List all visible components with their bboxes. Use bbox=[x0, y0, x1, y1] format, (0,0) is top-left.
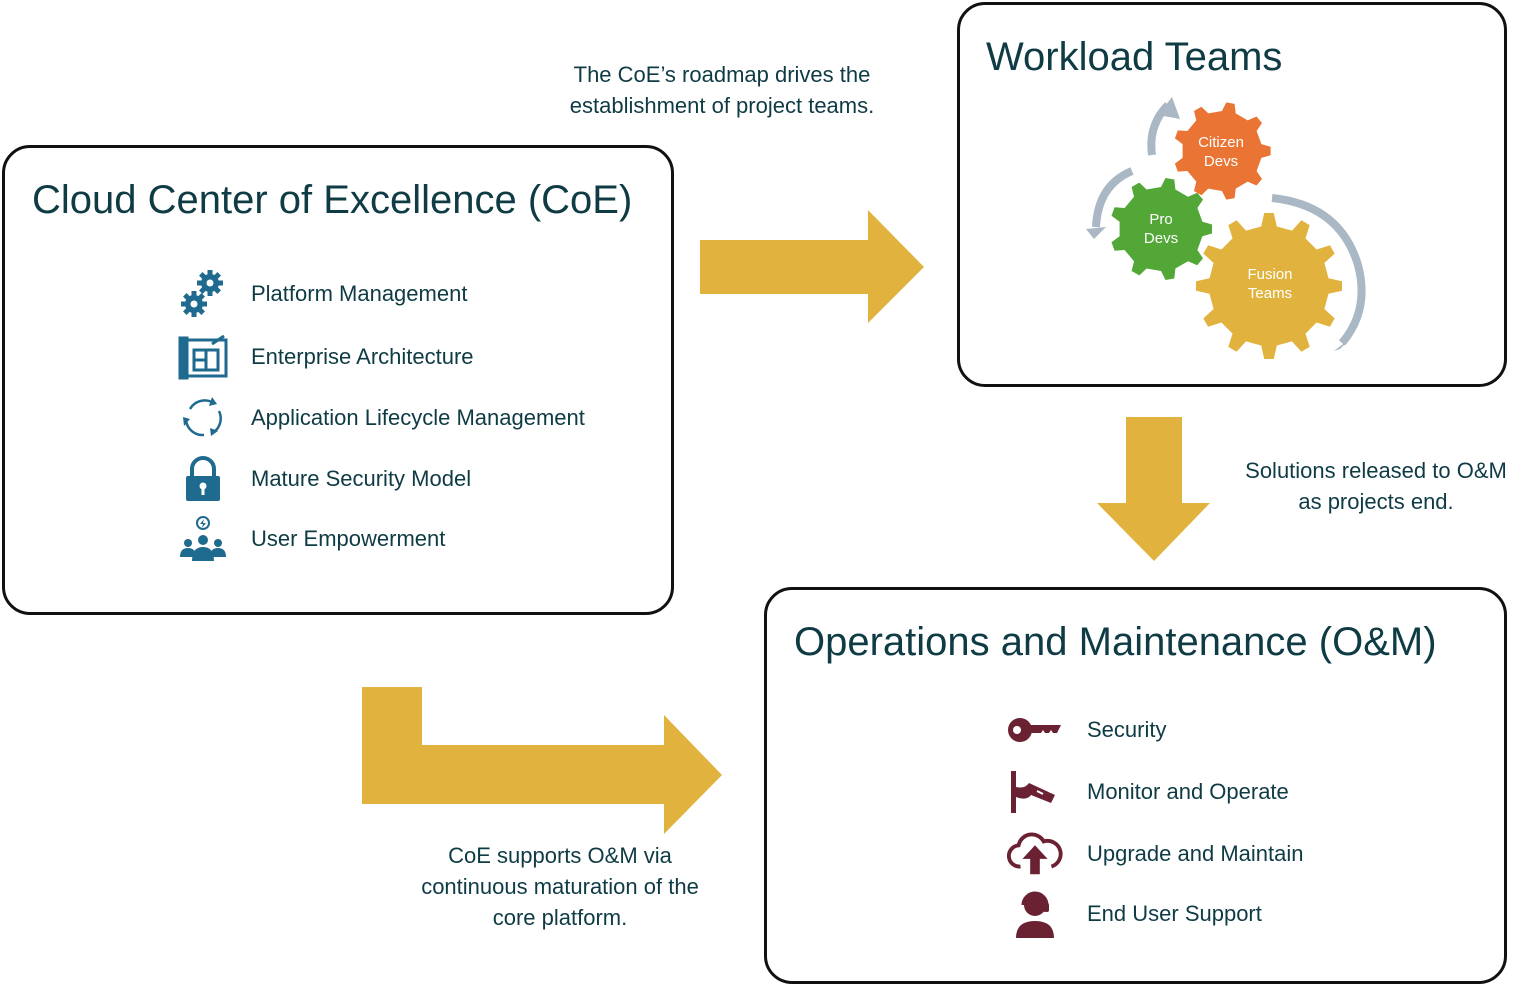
key-icon bbox=[1007, 706, 1063, 754]
gear-fusion-teams bbox=[1196, 213, 1342, 359]
cycle-icon bbox=[175, 394, 231, 442]
headset-user-icon bbox=[1007, 890, 1063, 938]
coe-item-enterprise-architecture: Enterprise Architecture bbox=[175, 333, 474, 381]
coe-item-label: Mature Security Model bbox=[251, 466, 472, 491]
om-item-end-user-support: End User Support bbox=[1007, 890, 1262, 938]
om-item-security: Security bbox=[1007, 706, 1166, 754]
note-roadmap: The CoE’s roadmap drives the establishme… bbox=[569, 62, 875, 118]
coe-title: Cloud Center of Excellence (CoE) bbox=[32, 178, 633, 222]
om-item-label: Upgrade and Maintain bbox=[1087, 841, 1304, 866]
om-item-label: Security bbox=[1087, 717, 1167, 742]
gear-label-citizen-devs: Citizen Devs bbox=[1198, 134, 1244, 170]
users-idea-icon bbox=[175, 515, 231, 563]
coe-item-application-lifecycle: Application Lifecycle Management bbox=[175, 394, 585, 442]
cycle-arrow-left bbox=[1092, 167, 1134, 228]
coe-item-security-model: Mature Security Model bbox=[175, 455, 471, 503]
om-item-label: End User Support bbox=[1087, 901, 1262, 926]
arrow-coe-to-workload bbox=[700, 210, 924, 323]
om-item-monitor: Monitor and Operate bbox=[1007, 768, 1289, 816]
workload-panel: Workload Teams Citizen Devs Pro Devs Fus… bbox=[957, 2, 1507, 387]
coe-item-label: Platform Management bbox=[251, 281, 468, 306]
cloud-upload-icon bbox=[1007, 830, 1063, 878]
gears-icon bbox=[175, 270, 231, 318]
note-release: Solutions released to O&M as projects en… bbox=[1245, 458, 1507, 514]
coe-item-label: User Empowerment bbox=[251, 526, 446, 551]
cycle-arrow-right bbox=[1271, 194, 1366, 346]
coe-panel: Cloud Center of Excellence (CoE) bbox=[2, 145, 674, 615]
om-panel: Operations and Maintenance (O&M) Securit… bbox=[764, 587, 1507, 984]
arrow-coe-to-om bbox=[362, 687, 722, 834]
coe-item-user-empowerment: User Empowerment bbox=[175, 515, 445, 563]
security-camera-icon bbox=[1007, 768, 1063, 816]
gears-cycle bbox=[1086, 97, 1366, 359]
gear-label-pro-devs: Pro Devs bbox=[1143, 211, 1179, 247]
gear-pro-devs bbox=[1111, 178, 1212, 280]
om-title: Operations and Maintenance (O&M) bbox=[794, 620, 1437, 664]
blueprint-icon bbox=[175, 333, 231, 381]
coe-item-label: Enterprise Architecture bbox=[251, 344, 474, 369]
coe-item-platform-management: Platform Management bbox=[175, 270, 467, 318]
om-item-label: Monitor and Operate bbox=[1087, 779, 1289, 804]
gear-citizen-devs bbox=[1174, 102, 1271, 200]
arrow-workload-to-om bbox=[1097, 417, 1210, 561]
note-support: CoE supports O&M via continuous maturati… bbox=[421, 843, 699, 930]
coe-item-label: Application Lifecycle Management bbox=[251, 405, 585, 430]
padlock-icon bbox=[175, 455, 231, 503]
om-item-upgrade: Upgrade and Maintain bbox=[1007, 830, 1303, 878]
workload-title: Workload Teams bbox=[986, 35, 1283, 79]
gear-label-fusion-teams: Fusion Teams bbox=[1247, 266, 1293, 302]
